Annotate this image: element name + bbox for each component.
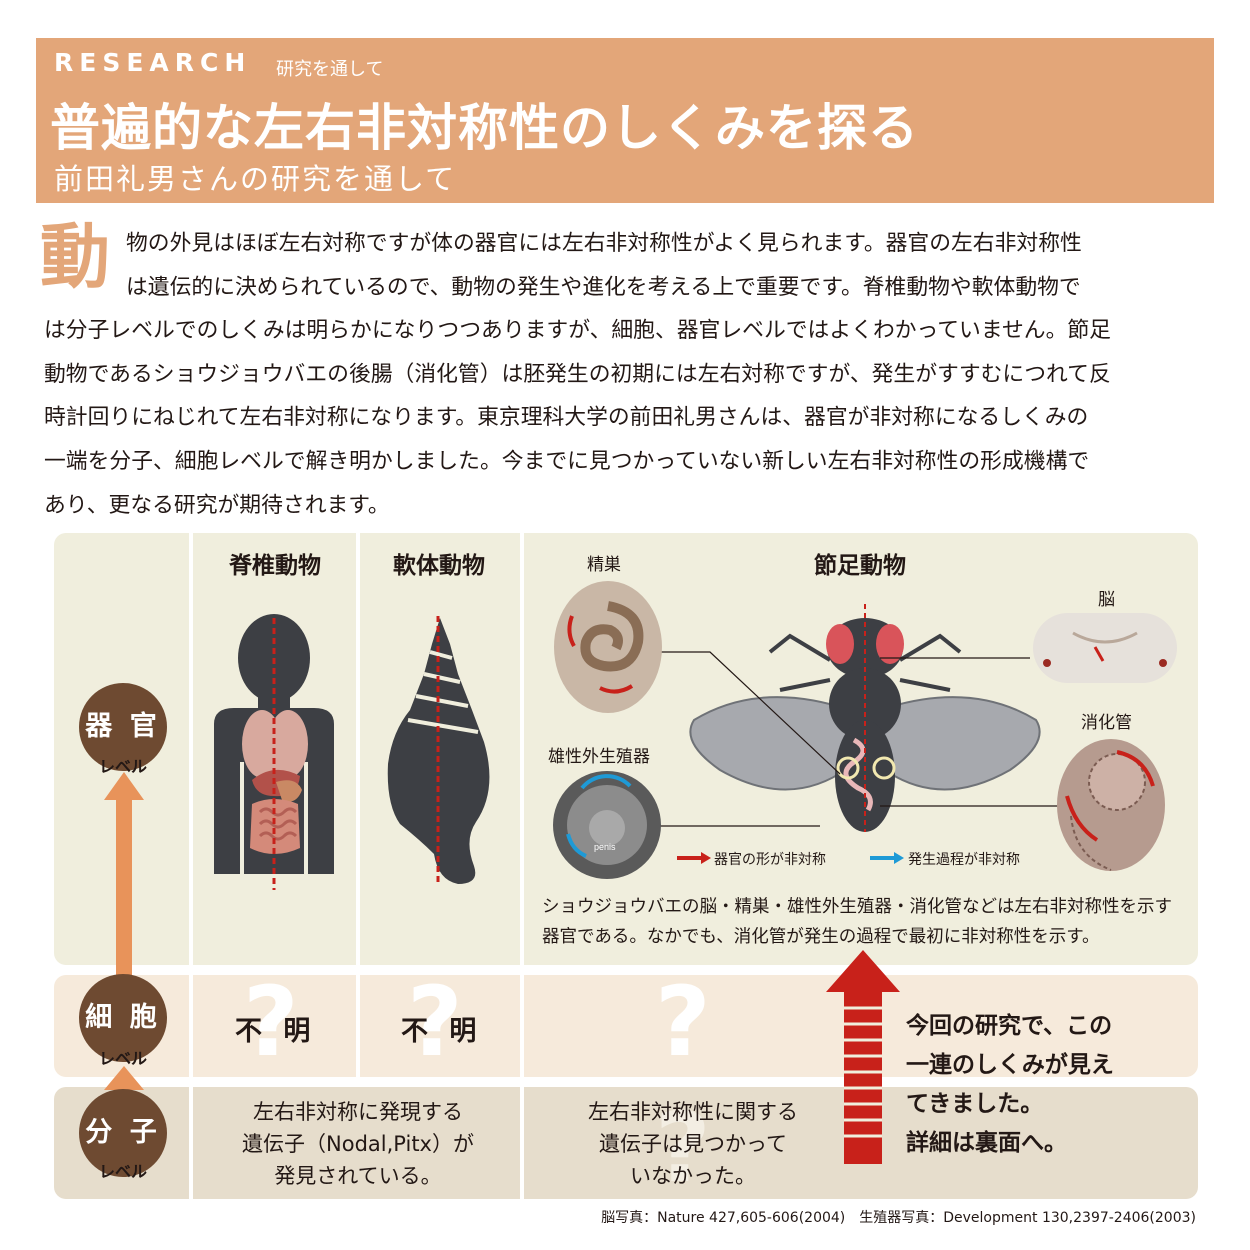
legend-blue-label: 発生過程が非対称	[908, 852, 1020, 868]
annotation-line: 今回の研究で、この	[906, 1013, 1113, 1039]
shell-silhouette-icon	[387, 616, 490, 886]
molecule-text-line: いなかった。	[630, 1164, 756, 1188]
fly-caption: ショウジョウバエの脳・精巣・雄性外生殖器・消化管などは左右非対称性を示す器官であ…	[542, 897, 1172, 947]
annotation-line: てきました。	[906, 1091, 1044, 1117]
brain-photo	[1033, 613, 1177, 683]
molecule-text-line: 遺伝子は見つかって	[599, 1132, 787, 1156]
question-mark-arthropod: ?	[655, 966, 711, 1078]
cell-level-panel	[54, 975, 1198, 1077]
header-kicker: RESEARCH	[54, 48, 252, 77]
annotation-line: 詳細は裏面へ。	[906, 1130, 1067, 1156]
header-banner: RESEARCH 研究を通して 普遍的な左右非対称性のしくみを探る 前田礼男さん…	[36, 38, 1214, 203]
molecule-text-vertebrate-mollusc: 左右非対称に発現する 遺伝子（Nodal,Pitx）が 発見されている。	[200, 1096, 516, 1192]
column-divider	[520, 533, 524, 1199]
page-title: 普遍的な左右非対称性のしくみを探る	[50, 99, 919, 157]
intro-line: 一端を分子、細胞レベルで解き明かしました。今までに見つかっていない新しい左右非対…	[44, 448, 1090, 474]
intro-line: は遺伝的に決められているので、動物の発生や進化を考える上で重要です。脊椎動物や軟…	[126, 274, 1081, 300]
human-silhouette-icon	[214, 614, 334, 890]
column-heading-arthropod: 節足動物	[814, 553, 906, 579]
question-mark-mollusc: ?	[407, 966, 463, 1078]
question-mark-molecule: ?	[655, 1092, 711, 1204]
column-divider	[356, 533, 360, 1077]
leader-lines	[660, 651, 1060, 827]
intro-paragraph: 物の外見はほぼ左右対称ですが体の器官には左右非対称性がよく見られます。器官の左右…	[44, 222, 1214, 527]
gut-label: 消化管	[1081, 713, 1132, 733]
intro-line: 時計回りにねじれて左右非対称になります。東京理科大学の前田礼男さんは、器官が非対…	[44, 405, 1089, 431]
intro-line: あり、更なる研究が期待されます。	[44, 492, 390, 518]
unknown-mollusc: 不 明	[401, 1016, 483, 1047]
sem-penis-label: penis	[594, 842, 616, 852]
column-heading-mollusc: 軟体動物	[393, 553, 485, 579]
legend-blue-arrow-icon	[870, 852, 904, 864]
level-sub-organ: レベル	[98, 757, 147, 776]
column-heading-vertebrate: 脊椎動物	[229, 553, 321, 579]
unknown-vertebrate: 不 明	[235, 1016, 317, 1047]
legend-red-arrow-icon	[677, 852, 711, 864]
legend-red-label: 器官の形が非対称	[714, 852, 826, 868]
molecule-text-arthropod: 左右非対称性に関する 遺伝子は見つかって いなかった。	[548, 1096, 838, 1192]
research-annotation: 今回の研究で、この 一連のしくみが見え てきました。 詳細は裏面へ。	[906, 1007, 1196, 1163]
annotation-line: 一連のしくみが見え	[906, 1052, 1114, 1078]
brain-label: 脳	[1098, 590, 1115, 610]
level-badge-organ: 器 官	[79, 683, 167, 771]
testis-label: 精巣	[587, 555, 621, 575]
intro-line: 動物であるショウジョウバエの後腸（消化管）は胚発生の初期には左右対称ですが、発生…	[44, 361, 1111, 387]
molecule-text-line: 発見されている。	[274, 1164, 442, 1188]
level-badge-molecule: 分 子	[79, 1089, 167, 1177]
molecule-text-line: 遺伝子（Nodal,Pitx）が	[242, 1132, 474, 1156]
level-badge-cell: 細 胞	[79, 974, 167, 1062]
molecule-text-line: 左右非対称性に関する	[588, 1100, 798, 1124]
intro-line: は分子レベルでのしくみは明らかになりつつありますが、細胞、器官レベルではよくわか…	[44, 318, 1111, 344]
gut-photo	[1057, 739, 1165, 871]
arrow-cell-to-organ	[104, 772, 144, 998]
level-sub-molecule: レベル	[98, 1162, 147, 1181]
column-divider	[189, 533, 193, 1199]
genitalia-label: 雄性外生殖器	[548, 747, 650, 767]
level-sub-cell: レベル	[98, 1049, 147, 1068]
fly-illustration	[689, 604, 1041, 832]
photo-credit: 脳写真：Nature 427,605-606(2004) 生殖器写真：Devel…	[601, 1210, 1196, 1226]
genitalia-sem-photo: penis	[553, 771, 661, 879]
molecule-level-panel	[54, 1087, 1198, 1199]
header-kicker-sub: 研究を通して	[276, 59, 384, 80]
intro-dropcap: 動	[40, 216, 110, 298]
question-mark-vertebrate: ?	[243, 966, 299, 1078]
molecule-text-line: 左右非対称に発現する	[253, 1100, 463, 1124]
testis-photo	[554, 581, 662, 713]
red-up-arrow-icon	[826, 950, 900, 1164]
page-subtitle: 前田礼男さんの研究を通して	[54, 162, 457, 196]
intro-line: 物の外見はほぼ左右対称ですが体の器官には左右非対称性がよく見られます。器官の左右…	[126, 231, 1082, 256]
